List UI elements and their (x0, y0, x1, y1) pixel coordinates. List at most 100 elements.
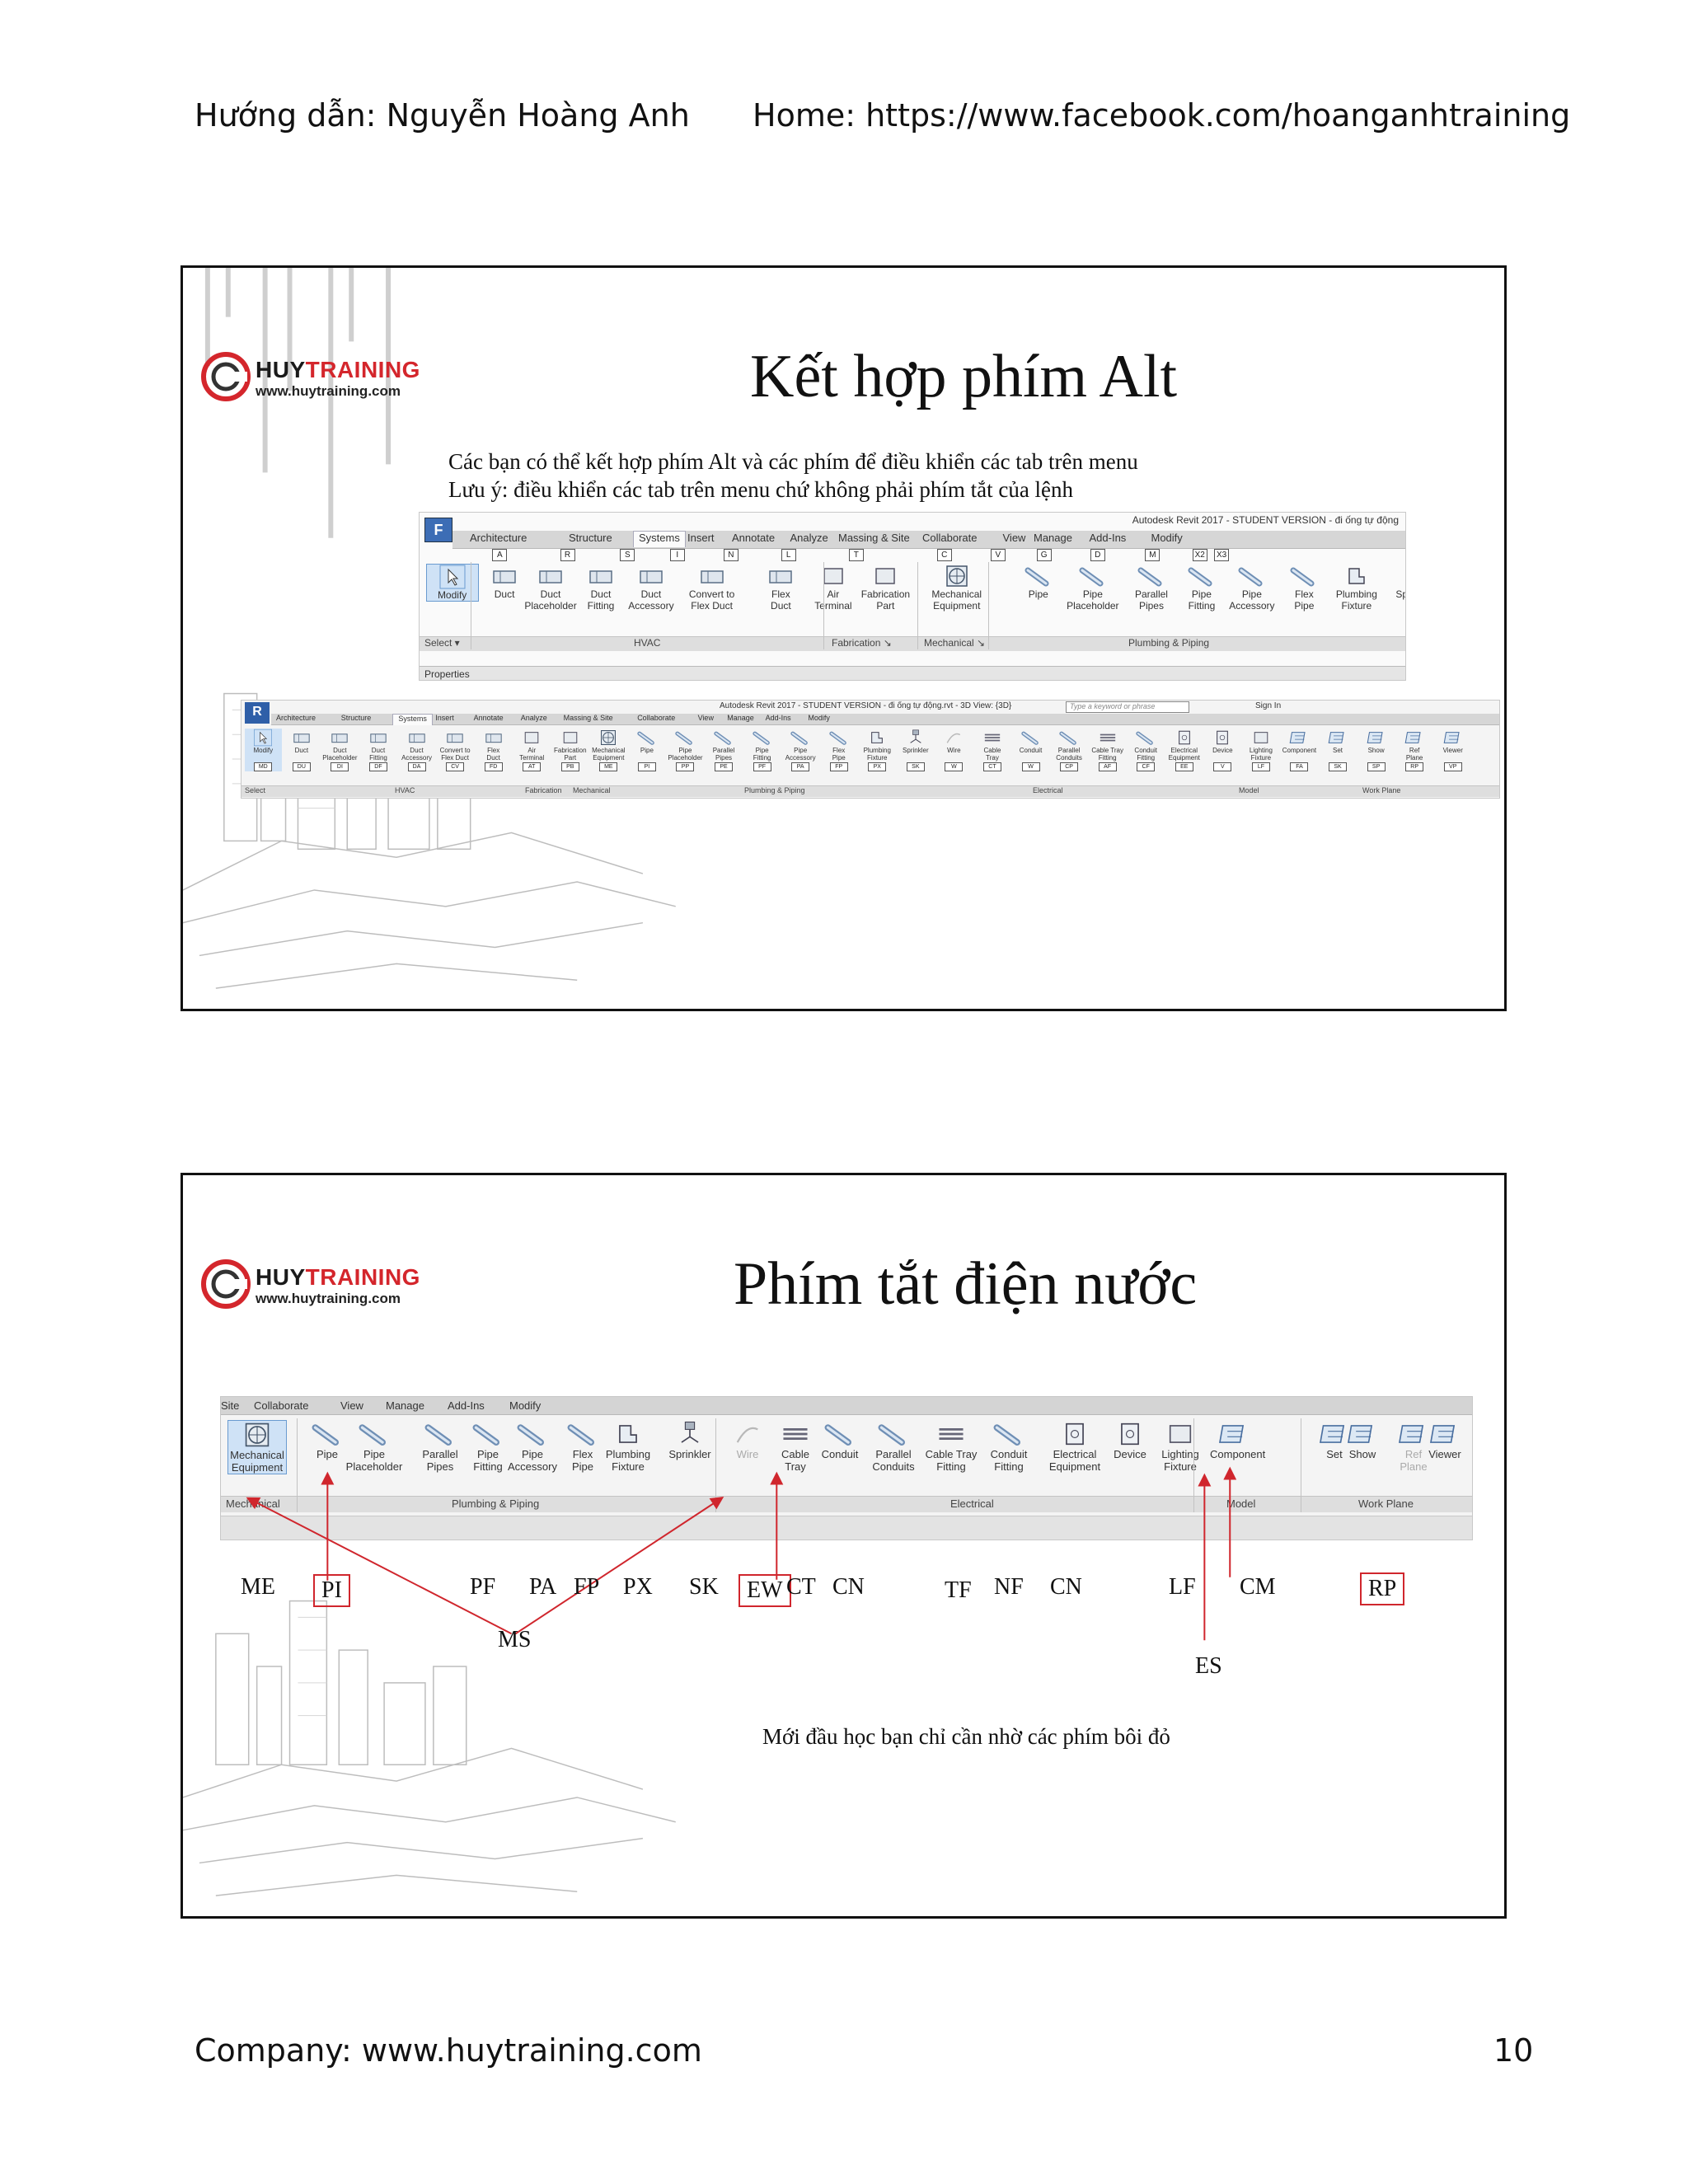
tab-annotate[interactable]: Annotate (732, 532, 776, 544)
tool-pipe-accessory[interactable]: Pipe Accessory (1226, 564, 1278, 612)
tab-analyze[interactable]: Analyze (520, 714, 547, 722)
tool-parallel-pipes[interactable]: Parallel Pipes (1125, 564, 1178, 612)
tool-sprinkler[interactable]: Sprinkler (666, 1420, 714, 1460)
tab-add-ins[interactable]: Add-Ins (1089, 532, 1127, 544)
tool-set[interactable]: Set (1311, 1420, 1358, 1460)
tool-duct-fitting[interactable]: Duct Fitting (574, 564, 627, 612)
tool-pipe-fitting[interactable]: Pipe Fitting (1175, 564, 1228, 612)
search-input[interactable]: Type a keyword or phrase (1066, 701, 1189, 713)
tab-systems[interactable]: Systems (392, 714, 433, 725)
tool-pipe-accessory[interactable]: Pipe Accessory (503, 1420, 562, 1473)
tab-modify[interactable]: Modify (808, 714, 830, 722)
tab-systems[interactable]: Systems (633, 531, 686, 547)
tab-view[interactable]: View (340, 1399, 363, 1412)
tab-architecture[interactable]: Architecture (276, 714, 316, 722)
tool-parallel-pipes[interactable]: Parallel Pipes (410, 1420, 470, 1473)
tool-cable-tray-fitting[interactable]: Cable Tray Fitting (921, 1420, 981, 1473)
tool-plumbing-fixture[interactable]: Plumbing Fixture (1330, 564, 1383, 612)
tool-duct-placeholder[interactable]: Duct Placeholder (524, 564, 577, 612)
tab-view[interactable]: View (1002, 532, 1026, 544)
tab-massing-site[interactable]: Massing & Site (838, 532, 910, 544)
tab-site[interactable]: Site (221, 1399, 240, 1412)
tool-parallel-conduits[interactable]: Parallel Conduits (864, 1420, 923, 1473)
tab-add-ins[interactable]: Add-Ins (448, 1399, 485, 1412)
tool-cable-tray[interactable]: Cable Tray (771, 1420, 819, 1473)
tool-convert-to-flex-duct[interactable]: Convert to Flex Duct (686, 564, 738, 612)
revit-app-button[interactable]: F (424, 518, 452, 542)
tool-electrical-equipment[interactable]: Electrical Equipment (1045, 1420, 1104, 1473)
tab-manage[interactable]: Manage (727, 714, 754, 722)
tool-plumbing-fixture[interactable]: Plumbing Fixture (598, 1420, 658, 1473)
tab-insert[interactable]: Insert (687, 532, 715, 544)
tool-viewer[interactable]: Viewer (1421, 1420, 1469, 1460)
tab-analyze[interactable]: Analyze (790, 532, 828, 544)
tab-structure[interactable]: Structure (340, 714, 372, 722)
tab-annotate[interactable]: Annotate (473, 714, 504, 722)
tab-collaborate[interactable]: Collaborate (922, 532, 978, 544)
tool-duct[interactable]: Duct (478, 564, 531, 600)
tool-conduit[interactable]: Conduit (816, 1420, 864, 1460)
tool-lighting-fixture[interactable]: Lighting Fixture (1151, 1420, 1210, 1473)
tool-pipe-placeholder[interactable]: Pipe Placeholder (1067, 564, 1119, 612)
tab-collaborate[interactable]: Collaborate (637, 714, 676, 722)
tab-collaborate[interactable]: Collaborate (254, 1399, 309, 1412)
tool-device[interactable]: Device (1106, 1420, 1154, 1460)
tool-mechanical-equipment[interactable]: Mechanical Equipment (931, 564, 983, 612)
tab-architecture[interactable]: Architecture (470, 532, 528, 544)
tool-component[interactable]: Component (1210, 1420, 1265, 1460)
tab-view[interactable]: View (697, 714, 714, 722)
tool-pipe[interactable]: Pipe (1012, 564, 1065, 600)
tool-pipe-fitting[interactable]: Pipe Fitting (458, 1420, 518, 1473)
tool-flex-duct[interactable]: Flex Duct (754, 564, 807, 612)
tool-pipe[interactable]: Pipe (303, 1420, 351, 1460)
tool-modify[interactable]: Modify (425, 564, 479, 602)
tool-sprinkler[interactable]: Sprinkler (1389, 564, 1405, 600)
tool-mechanical-equipment[interactable]: Mechanical Equipment (227, 1420, 287, 1474)
tool-air-terminal[interactable]: Air Terminal (807, 564, 860, 612)
tool-show[interactable]: Show (1339, 1420, 1386, 1460)
tool-flex-pipe[interactable]: Flex Pipe (1278, 564, 1330, 612)
tool-wire[interactable]: Wire (724, 1420, 771, 1460)
tool-conduit-fitting[interactable]: Conduit Fitting (979, 1420, 1039, 1473)
tab-massing-site[interactable]: Massing & Site (563, 714, 613, 722)
sign-in-link[interactable]: Sign In (1255, 701, 1282, 710)
revit-app-button[interactable]: R (245, 702, 270, 724)
tab-structure[interactable]: Structure (569, 532, 612, 544)
tab-modify[interactable]: Modify (509, 1399, 542, 1412)
tab-add-ins[interactable]: Add-Ins (765, 714, 791, 722)
tool-ref-plane[interactable]: Ref Plane (1390, 1420, 1437, 1473)
tab-insert[interactable]: Insert (435, 714, 454, 722)
tab-manage[interactable]: Manage (1034, 532, 1072, 544)
tool-fabrication-part[interactable]: Fabrication Part (859, 564, 912, 612)
